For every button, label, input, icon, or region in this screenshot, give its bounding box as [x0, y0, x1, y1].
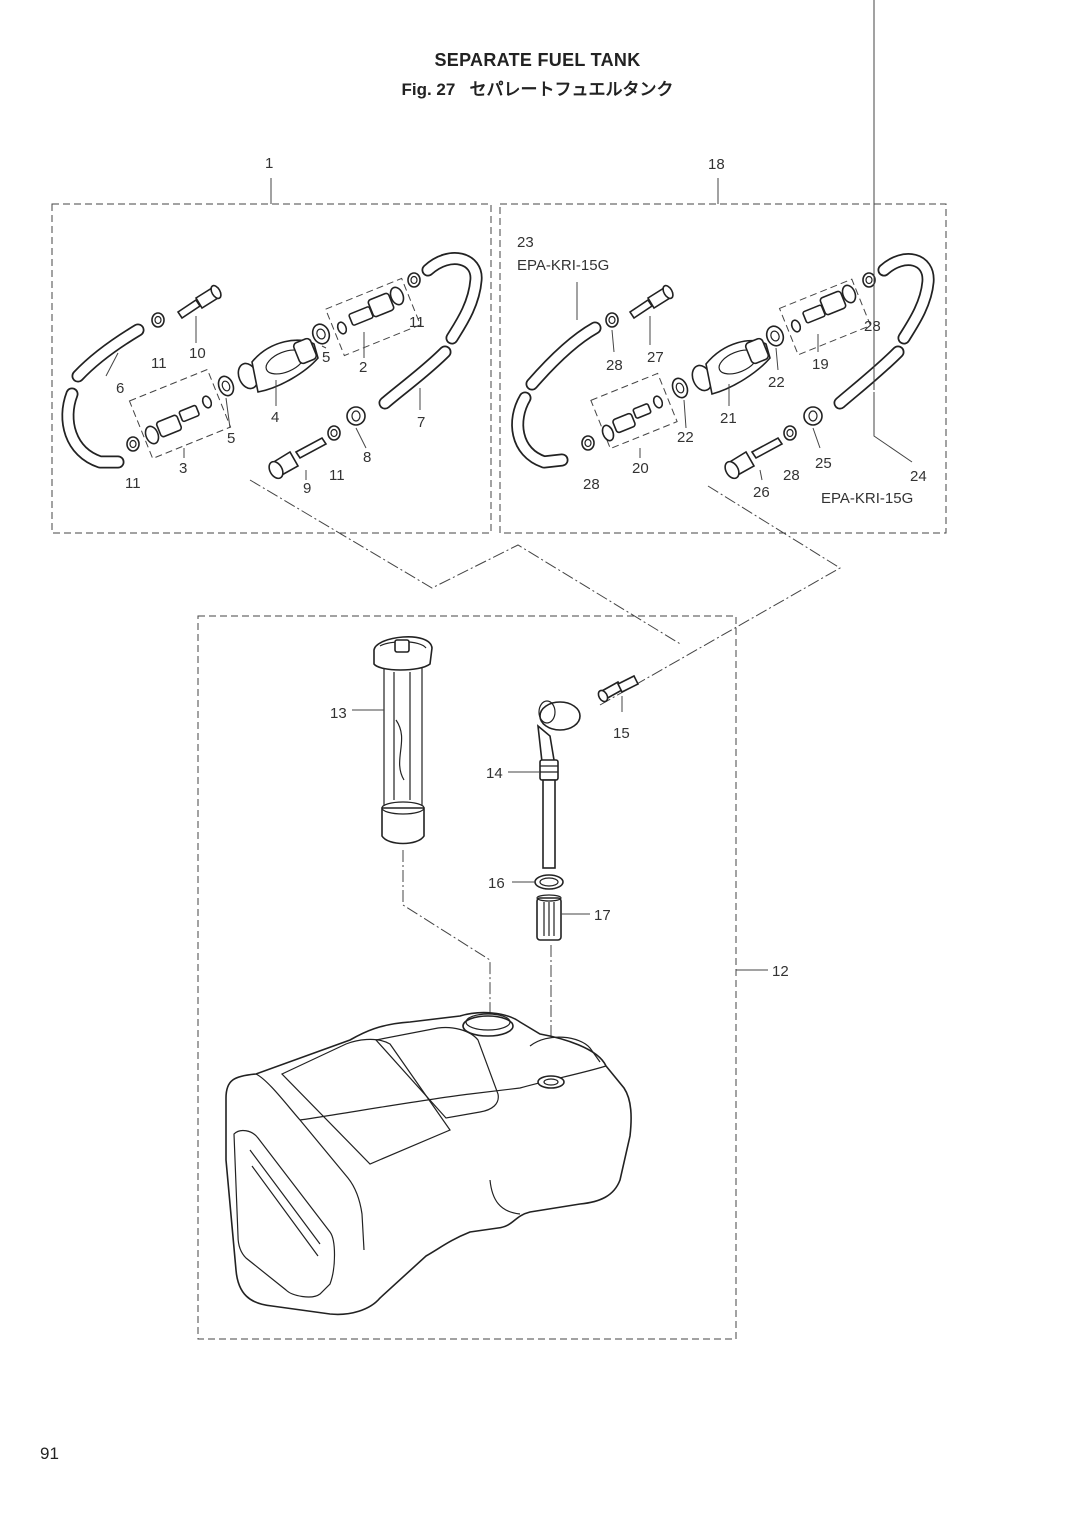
fuel-tank-box-12: [197, 615, 737, 1340]
label-part-26: 26: [753, 484, 770, 501]
hose-6: [61, 323, 145, 469]
label-part-12: 12: [772, 963, 789, 980]
label-part-27: 27: [647, 349, 664, 366]
page-number: 91: [40, 1444, 59, 1463]
connector-line-left: [249, 479, 683, 646]
washer-28a: [605, 312, 619, 328]
ring-5a: [217, 375, 235, 397]
fitting-10: [176, 284, 222, 320]
label-hose-code-23: EPA-KRI-15G: [517, 257, 609, 274]
fitting-27: [628, 284, 674, 320]
title-japanese: セパレートフュエルタンク: [469, 80, 674, 99]
label-part-9: 9: [303, 480, 311, 497]
label-part-5b: 5: [322, 349, 330, 366]
label-part-19: 19: [812, 356, 829, 373]
washer-11d: [327, 425, 341, 441]
washer-11a: [151, 312, 165, 328]
label-part-21: 21: [720, 410, 737, 427]
label-part-18: 18: [708, 156, 725, 173]
nipple-25: [803, 406, 823, 426]
primer-bulb-4: [237, 337, 319, 393]
label-part-24: 24: [910, 468, 927, 485]
part-labels: 1 2 3 4 5 5 6 7 8 9 10 11 11 11 11 12 13…: [116, 155, 927, 980]
connector-2: [324, 277, 422, 357]
label-part-22a: 22: [677, 429, 694, 446]
label-part-22b: 22: [768, 374, 785, 391]
label-part-28a: 28: [606, 357, 623, 374]
label-part-28d: 28: [783, 467, 800, 484]
label-part-1: 1: [265, 155, 273, 172]
label-part-15: 15: [613, 725, 630, 742]
connector-3: [128, 368, 232, 460]
joint-9: [268, 436, 328, 480]
label-hose-code-24: EPA-KRI-15G: [821, 490, 913, 507]
label-part-16: 16: [488, 875, 505, 892]
label-part-7: 7: [417, 414, 425, 431]
connector-line-right: [599, 485, 841, 706]
label-part-11c: 11: [409, 314, 425, 331]
ring-22a: [671, 377, 689, 399]
gauge-center-line: [402, 850, 491, 1015]
fuel-gauge-13: [373, 636, 433, 845]
fitting-15: [597, 674, 640, 703]
connector-20: [590, 372, 678, 450]
washer-28d: [783, 425, 797, 441]
label-part-20: 20: [632, 460, 649, 477]
ring-22b: [765, 325, 785, 347]
label-part-8: 8: [363, 449, 371, 466]
label-part-28c: 28: [864, 318, 881, 335]
label-part-4: 4: [271, 409, 279, 426]
fuel-tank-12: [225, 1011, 632, 1316]
label-part-6: 6: [116, 380, 124, 397]
washer-11c: [407, 272, 421, 288]
filter-17: [536, 894, 562, 941]
nipple-8: [346, 406, 366, 426]
label-part-11b: 11: [125, 475, 141, 492]
label-part-17: 17: [594, 907, 611, 924]
figure-label: Fig. 27: [401, 80, 456, 99]
ring-5b: [311, 323, 331, 345]
washer-28c: [862, 272, 876, 288]
hose-7: [378, 252, 483, 410]
figure-subtitle: Fig. 27 セパレートフュエルタンク: [0, 75, 1075, 100]
label-part-11a: 11: [151, 355, 167, 372]
joint-26: [724, 436, 784, 480]
label-part-23: 23: [517, 234, 534, 251]
label-part-13: 13: [330, 705, 347, 722]
hose-23: [511, 321, 602, 469]
primer-bulb-21: [691, 337, 771, 395]
fuel-pickup-14: [536, 700, 581, 869]
washer-11b: [126, 436, 140, 452]
hose-assembly-box-18: [499, 203, 947, 534]
label-part-11d: 11: [329, 467, 345, 484]
connector-19: [778, 278, 872, 356]
washer-28b: [581, 435, 595, 451]
o-ring-16: [534, 874, 564, 890]
label-part-25: 25: [815, 455, 832, 472]
label-part-14: 14: [486, 765, 503, 782]
label-part-5a: 5: [227, 430, 235, 447]
label-part-3: 3: [179, 460, 187, 477]
label-part-10: 10: [189, 345, 206, 362]
label-part-28b: 28: [583, 476, 600, 493]
page-title: SEPARATE FUEL TANK: [434, 50, 641, 70]
hose-24: [833, 253, 935, 410]
label-part-2: 2: [359, 359, 367, 376]
